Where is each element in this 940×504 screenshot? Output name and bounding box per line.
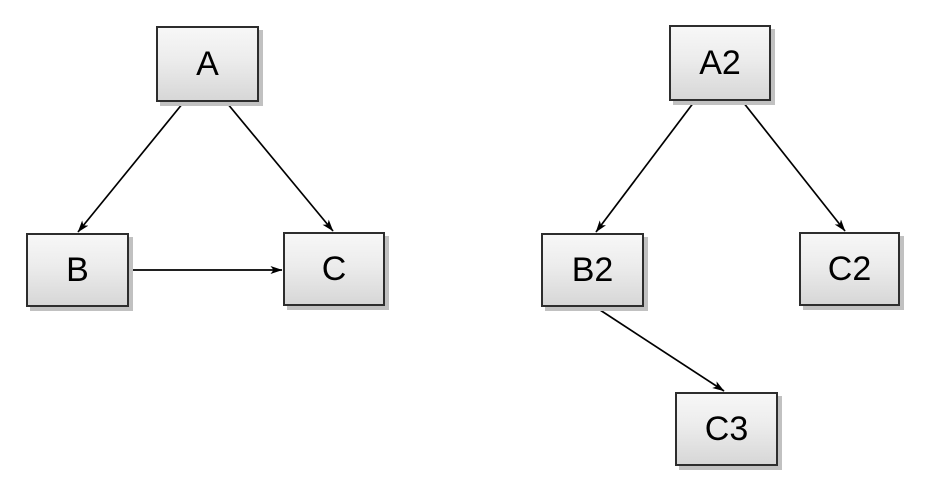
- edge-A-C: [226, 102, 334, 232]
- node-C[interactable]: C: [283, 232, 385, 306]
- node-A2[interactable]: A2: [669, 25, 771, 101]
- edge-A2-B2: [595, 101, 695, 233]
- edge-B2-C3: [596, 307, 725, 392]
- node-label-C3: C3: [704, 410, 749, 448]
- node-C3[interactable]: C3: [675, 392, 778, 466]
- node-label-B: B: [66, 251, 89, 289]
- edge-A-B: [77, 102, 184, 233]
- node-C2[interactable]: C2: [799, 232, 900, 306]
- node-label-C: C: [321, 250, 347, 288]
- node-B2[interactable]: B2: [541, 233, 644, 307]
- node-A[interactable]: A: [156, 26, 259, 102]
- node-label-C2: C2: [827, 250, 872, 288]
- node-label-A2: A2: [699, 44, 741, 82]
- edge-A2-C2: [742, 101, 846, 232]
- node-label-B2: B2: [571, 251, 614, 289]
- node-B[interactable]: B: [26, 233, 129, 307]
- node-label-A: A: [196, 45, 219, 83]
